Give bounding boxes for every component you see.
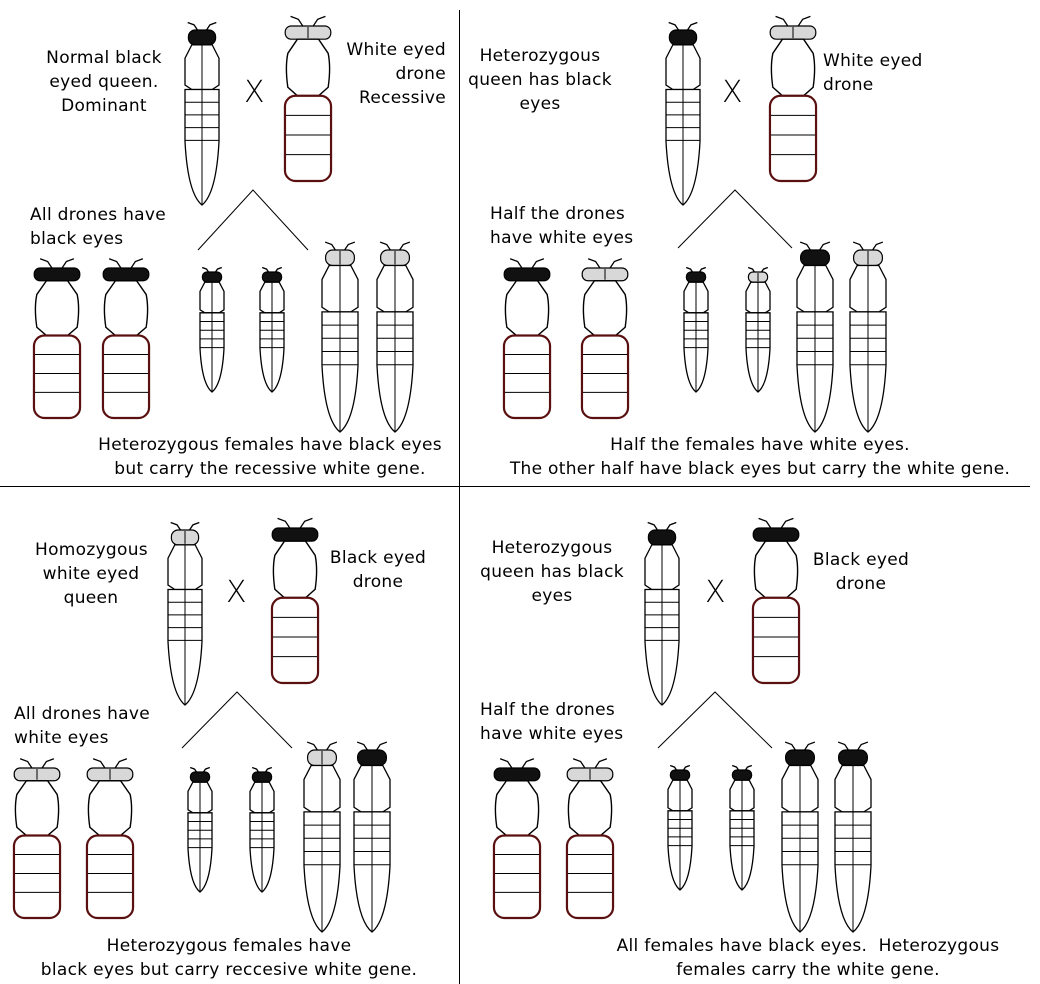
worker bbox=[260, 267, 284, 392]
top-left-drones-caption: All drones have black eyes bbox=[30, 203, 166, 251]
bottom-left-drone-label: Black eyed drone bbox=[326, 546, 430, 594]
worker bbox=[377, 242, 413, 432]
bottom-right-females-caption: All females have black eyes. Heterozygou… bbox=[588, 934, 1028, 982]
drone bbox=[753, 518, 799, 683]
drone bbox=[34, 259, 80, 418]
offspring-connector bbox=[658, 692, 772, 748]
drone bbox=[504, 259, 550, 418]
worker bbox=[684, 267, 708, 392]
bottom-right-queen-label: Heterozygous queen has black eyes bbox=[472, 536, 632, 608]
worker bbox=[188, 767, 212, 892]
worker bbox=[322, 242, 358, 432]
queen bbox=[185, 22, 219, 205]
offspring-connector bbox=[182, 692, 292, 748]
top-right-queen-label: Heterozygous queen has black eyes bbox=[465, 44, 615, 116]
bottom-left-drones-caption: All drones have white eyes bbox=[14, 702, 150, 750]
bottom-right-drones-caption: Half the drones have white eyes bbox=[480, 698, 623, 746]
queen bbox=[645, 522, 679, 705]
bottom-right-drone-label: Black eyed drone bbox=[806, 548, 916, 596]
top-left-drone-label: White eyed drone Recessive bbox=[330, 38, 446, 110]
top-right-drone-label: White eyed drone bbox=[823, 49, 923, 97]
top-left-females-caption: Heterozygous females have black eyes but… bbox=[40, 433, 500, 481]
offspring-connector bbox=[678, 190, 792, 248]
worker bbox=[746, 267, 770, 392]
worker bbox=[668, 765, 692, 890]
top-left-cross-symbol: X bbox=[244, 78, 265, 108]
bottom-right-cross-symbol: X bbox=[705, 578, 726, 608]
drone bbox=[582, 259, 628, 418]
drone bbox=[87, 759, 133, 918]
queen bbox=[168, 522, 202, 705]
worker bbox=[797, 242, 833, 432]
worker bbox=[304, 742, 340, 932]
worker bbox=[730, 765, 754, 890]
top-left-queen-label: Normal black eyed queen. Dominant bbox=[34, 46, 174, 118]
drone bbox=[272, 518, 318, 683]
worker bbox=[200, 267, 224, 392]
bottom-left-cross-symbol: X bbox=[226, 578, 247, 608]
drone bbox=[285, 16, 331, 181]
drone bbox=[770, 16, 816, 181]
worker bbox=[354, 742, 390, 932]
worker bbox=[250, 767, 274, 892]
worker bbox=[850, 242, 886, 432]
offspring-connector bbox=[198, 190, 308, 250]
drone bbox=[103, 259, 149, 418]
drone bbox=[567, 759, 613, 918]
top-right-females-caption: Half the females have white eyes. The ot… bbox=[490, 433, 1030, 481]
drone bbox=[494, 759, 540, 918]
top-right-drones-caption: Half the drones have white eyes bbox=[490, 202, 633, 250]
worker bbox=[782, 742, 818, 932]
top-right-cross-symbol: X bbox=[722, 78, 743, 108]
worker bbox=[835, 742, 871, 932]
queen bbox=[666, 22, 700, 205]
drone bbox=[14, 759, 60, 918]
bottom-left-females-caption: Heterozygous females have black eyes but… bbox=[0, 934, 458, 982]
bottom-left-queen-label: Homozygous white eyed queen bbox=[35, 538, 147, 610]
